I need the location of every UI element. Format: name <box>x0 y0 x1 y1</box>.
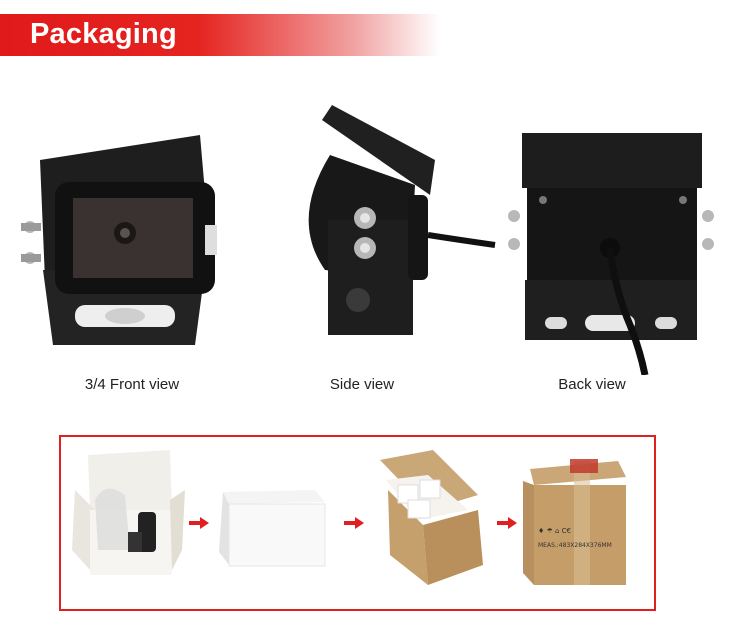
caption-front-view: 3/4 Front view <box>84 376 180 393</box>
caption-back-view: Back view <box>558 376 626 393</box>
arrow-right-icon <box>189 517 209 529</box>
open-carton-image <box>380 450 483 585</box>
arrow-right-icon <box>344 517 364 529</box>
sealed-carton-image: ♦ ☂ ⌂ C€ MEAS.:483X284X376MM <box>523 459 626 585</box>
carton-marking-text: MEAS.:483X284X376MM <box>538 542 612 549</box>
open-box-with-camera-image <box>72 450 185 575</box>
svg-text:♦ ☂ ⌂ C€: ♦ ☂ ⌂ C€ <box>538 527 571 535</box>
camera-back-view-image <box>508 133 714 375</box>
header-banner <box>0 14 440 56</box>
caption-side-view: Side view <box>329 376 395 393</box>
packaging-frame <box>59 435 656 611</box>
camera-side-view-image <box>308 105 496 335</box>
camera-front-view-image <box>21 135 217 345</box>
white-box-image <box>219 490 326 567</box>
page-title: Packaging <box>30 18 177 50</box>
arrow-right-icon <box>497 517 517 529</box>
